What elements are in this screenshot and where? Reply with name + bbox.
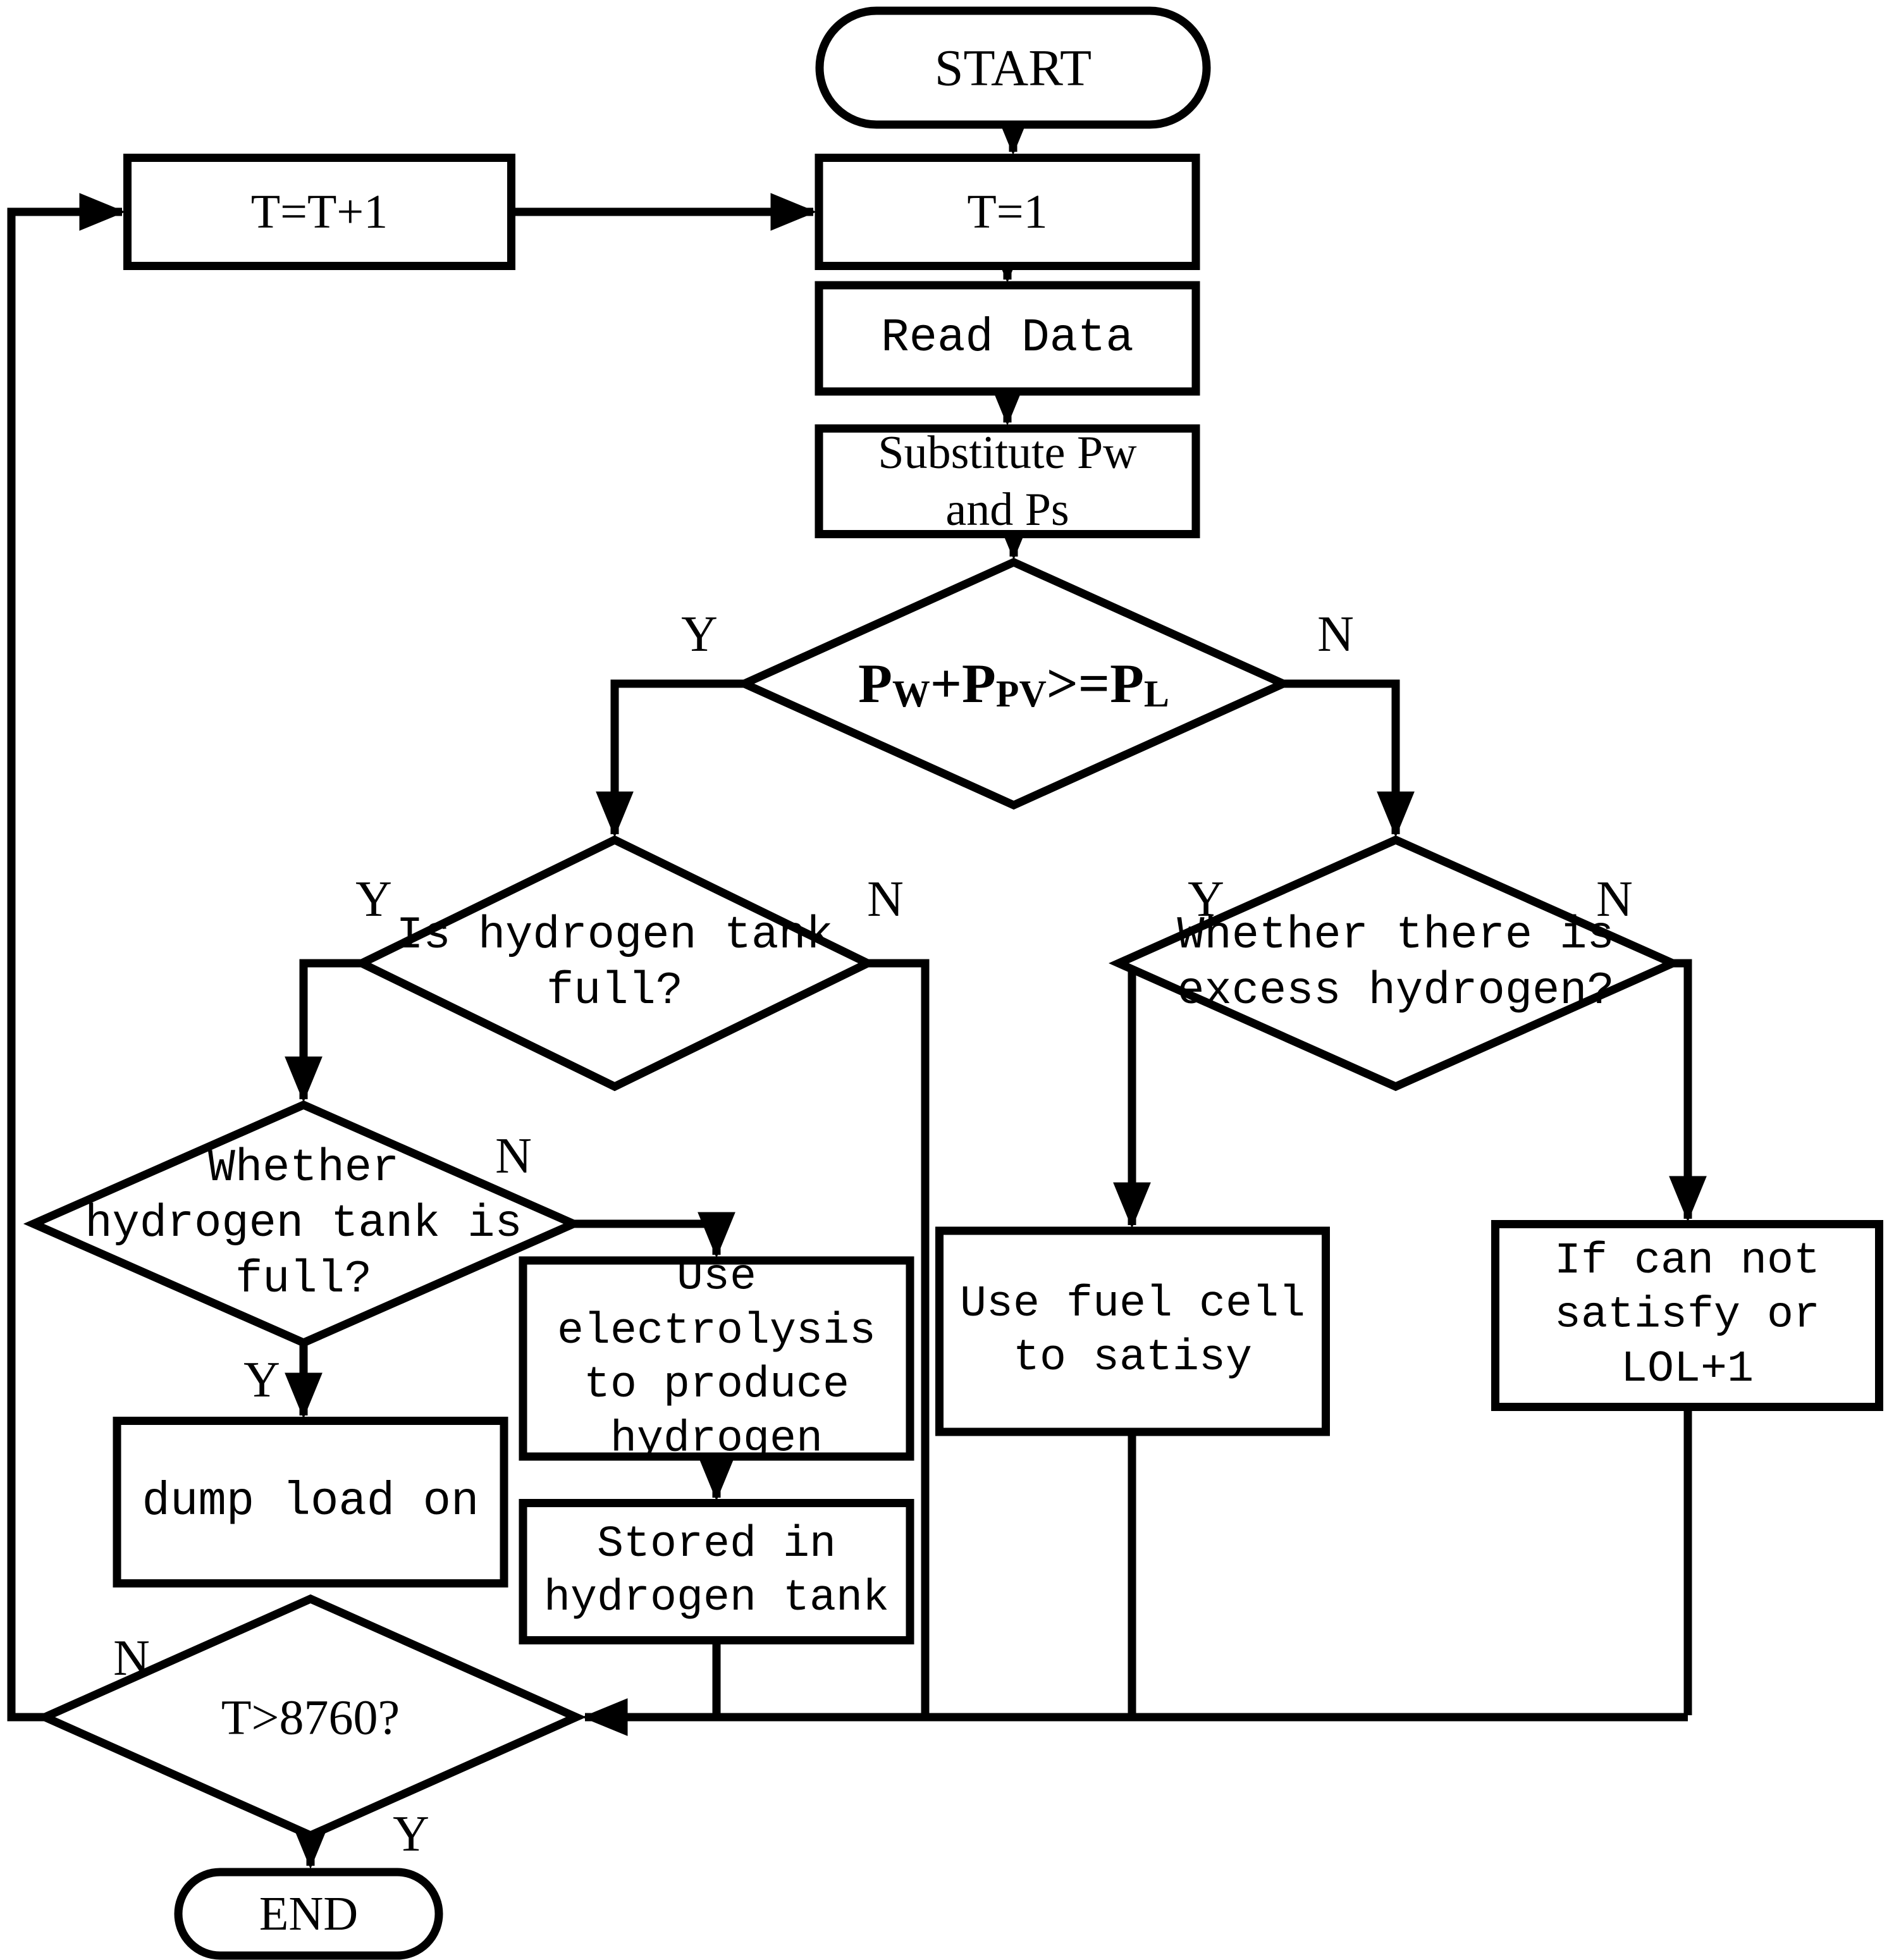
node-substitute-label: and Ps bbox=[945, 484, 1069, 536]
node-electrolysis-label: hydrogen bbox=[610, 1415, 823, 1465]
node-power-check-label: PW+PPV>=PL bbox=[858, 653, 1169, 715]
node-stored-tank-label: hydrogen tank bbox=[544, 1574, 889, 1624]
node-tank-full-2-label: Whether bbox=[208, 1142, 399, 1194]
node-electrolysis-label: Use bbox=[677, 1252, 756, 1302]
node-excess-h2-shape bbox=[1109, 835, 1683, 1092]
branch-label-excess-yes: Y bbox=[1188, 872, 1224, 927]
branch-label-hourcheck-no: N bbox=[113, 1630, 150, 1686]
node-fuel-cell-label: to satisy bbox=[1013, 1333, 1252, 1383]
node-t-plus-1-shape bbox=[123, 154, 515, 270]
node-tank-full-2-shape bbox=[23, 1100, 584, 1348]
edge-check-no-to-excess bbox=[1283, 679, 1415, 838]
formula-subscript: PV bbox=[996, 673, 1047, 715]
node-start-label: START bbox=[935, 39, 1092, 97]
node-stored-tank-label: Stored in bbox=[597, 1520, 836, 1570]
node-end: END bbox=[174, 1868, 443, 1960]
node-end-shape bbox=[174, 1868, 443, 1960]
node-end-label: END bbox=[259, 1887, 358, 1940]
node-t-plus-1: T=T+1 bbox=[123, 154, 515, 270]
edge-check-yes-to-tank1 bbox=[596, 679, 744, 838]
node-tank-full-2-label: full? bbox=[235, 1254, 372, 1305]
node-excess-h2-label: excess hydrogen? bbox=[1177, 965, 1614, 1017]
edge-tank1-yes-to-tank2 bbox=[285, 959, 362, 1103]
node-stored-tank-shape bbox=[519, 1499, 914, 1644]
node-read-data: Read Data bbox=[815, 281, 1200, 396]
node-hour-check-label: T>8760? bbox=[221, 1690, 400, 1745]
edge-hourcheck-no-loop bbox=[7, 193, 126, 1722]
node-tank-full-1-label: Is hydrogen tank bbox=[396, 909, 833, 961]
node-t-equals-1-shape bbox=[815, 154, 1200, 270]
node-lol-plus-1-label: If can not bbox=[1554, 1236, 1820, 1286]
node-tank-full-2-label: hydrogen tank is bbox=[85, 1198, 522, 1250]
node-t-plus-1-label: T=T+1 bbox=[251, 185, 388, 238]
formula-term: P bbox=[858, 653, 892, 715]
node-hour-check-shape bbox=[35, 1594, 586, 1840]
formula-subscript: L bbox=[1144, 673, 1169, 715]
node-t-equals-1-label: T=1 bbox=[967, 185, 1047, 238]
node-lol-plus-1-label: LOL+1 bbox=[1621, 1345, 1754, 1395]
branch-label-power-check-no: N bbox=[1317, 607, 1354, 662]
node-electrolysis-shape bbox=[519, 1256, 914, 1461]
node-hour-check: T>8760? bbox=[35, 1594, 586, 1840]
edge-tank1-no-to-merge bbox=[868, 959, 930, 1715]
node-excess-h2-label: Whether there is bbox=[1177, 909, 1614, 961]
node-read-data-label: Read Data bbox=[881, 312, 1134, 365]
node-t-equals-1: T=1 bbox=[815, 154, 1200, 270]
formula-subscript: W bbox=[892, 673, 930, 715]
branch-label-tank2-yes: Y bbox=[243, 1352, 280, 1408]
node-start: START bbox=[815, 6, 1211, 129]
node-lol-plus-1-shape bbox=[1491, 1220, 1883, 1411]
node-substitute-shape bbox=[815, 424, 1200, 538]
node-read-data-shape bbox=[815, 281, 1200, 396]
node-lol-plus-1-label: satisfy or bbox=[1554, 1291, 1820, 1341]
node-dump-load: dump load on bbox=[113, 1417, 508, 1587]
node-dump-load-label: dump load on bbox=[142, 1476, 479, 1529]
node-power-check-shape bbox=[734, 557, 1293, 810]
node-tank-full-1-label: full? bbox=[546, 965, 683, 1017]
node-power-check: PW+PPV>=PL bbox=[734, 557, 1293, 810]
branch-label-hourcheck-yes: Y bbox=[393, 1806, 429, 1862]
branch-label-tank1-no: N bbox=[867, 872, 904, 927]
node-fuel-cell-label: Use fuel cell bbox=[960, 1279, 1305, 1329]
node-electrolysis-label: electrolysis bbox=[557, 1307, 876, 1357]
node-tank-full-1-shape bbox=[352, 835, 877, 1092]
formula-term: >=P bbox=[1047, 653, 1144, 715]
branch-label-power-check-yes: Y bbox=[681, 607, 718, 662]
branch-label-tank2-no: N bbox=[495, 1128, 532, 1184]
node-start-shape bbox=[815, 6, 1211, 129]
branch-label-excess-no: N bbox=[1596, 872, 1633, 927]
formula-term: +P bbox=[930, 653, 996, 715]
node-dump-load-shape bbox=[113, 1417, 508, 1587]
node-fuel-cell-shape bbox=[935, 1226, 1330, 1436]
node-electrolysis-label: to produce bbox=[584, 1360, 849, 1410]
node-substitute-label: Substitute Pw bbox=[878, 427, 1137, 479]
branch-label-tank1-yes: Y bbox=[355, 872, 392, 927]
edge-tank2-no-to-elec bbox=[574, 1212, 735, 1259]
